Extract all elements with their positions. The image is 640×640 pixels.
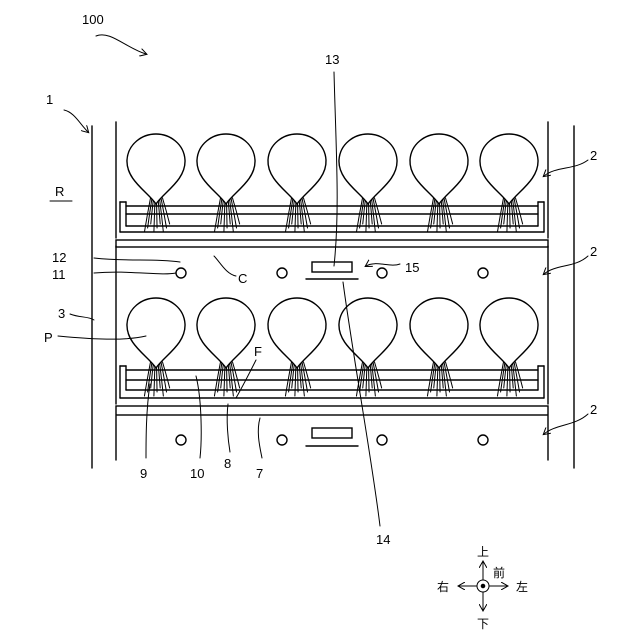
plant-2-5 xyxy=(410,298,468,396)
direction-up-label: 上 xyxy=(477,545,489,559)
lower-shelf-board xyxy=(116,406,548,415)
label-13: 13 xyxy=(325,52,339,67)
plant-2-1 xyxy=(127,298,185,396)
upper-sensor-window xyxy=(306,262,358,279)
plant-1-5 xyxy=(410,134,468,232)
label-12: 12 xyxy=(52,250,66,265)
plant-bulb xyxy=(339,134,397,204)
right-pillar xyxy=(548,122,574,468)
plant-bulb xyxy=(127,298,185,368)
label-8: 8 xyxy=(224,456,231,471)
upper-tray xyxy=(120,202,544,232)
plant-bulb xyxy=(268,134,326,204)
label-1: 1 xyxy=(46,92,53,107)
label-100: 100 xyxy=(82,12,104,27)
plant-bulb xyxy=(339,298,397,368)
plant-bulb xyxy=(410,134,468,204)
lower-sensor-window xyxy=(306,428,358,446)
label-15: 15 xyxy=(405,260,419,275)
label-2-middle: 2 xyxy=(590,244,597,259)
label-2-upper: 2 xyxy=(590,148,597,163)
label-9: 9 xyxy=(140,466,147,481)
label-C: C xyxy=(238,271,247,286)
upper-panel-holes xyxy=(176,268,488,278)
plant-bulb xyxy=(480,298,538,368)
plant-bulb xyxy=(127,134,185,204)
left-pillar xyxy=(92,122,116,468)
plant-bulb xyxy=(410,298,468,368)
label-14: 14 xyxy=(376,532,390,547)
label-11: 11 xyxy=(52,267,66,282)
lower-panel-holes xyxy=(176,435,488,445)
plant-bulb xyxy=(197,134,255,204)
plant-2-3 xyxy=(268,298,326,396)
plant-bulb xyxy=(268,298,326,368)
plant-2-6 xyxy=(480,298,538,396)
label-10: 10 xyxy=(190,466,204,481)
plant-1-4 xyxy=(339,134,397,232)
plant-1-3 xyxy=(268,134,326,232)
lower-tray xyxy=(120,366,544,398)
label-F: F xyxy=(254,344,262,359)
plant-2-2 xyxy=(197,298,255,396)
plant-1-6 xyxy=(480,134,538,232)
plant-1-1 xyxy=(127,134,185,232)
leader-lines xyxy=(50,35,588,526)
direction-front-label: 前 xyxy=(493,565,505,580)
label-R: R xyxy=(55,184,64,199)
direction-down-label: 下 xyxy=(477,617,489,631)
plants xyxy=(127,134,538,396)
label-2-lower: 2 xyxy=(590,402,597,417)
plant-bulb xyxy=(197,298,255,368)
direction-left-label: 右 xyxy=(437,579,449,594)
label-3: 3 xyxy=(58,306,65,321)
direction-right-label: 左 xyxy=(516,579,528,594)
plant-1-2 xyxy=(197,134,255,232)
label-P: P xyxy=(44,330,53,345)
plant-bulb xyxy=(480,134,538,204)
upper-shelf-board xyxy=(116,240,548,247)
label-7: 7 xyxy=(256,466,263,481)
